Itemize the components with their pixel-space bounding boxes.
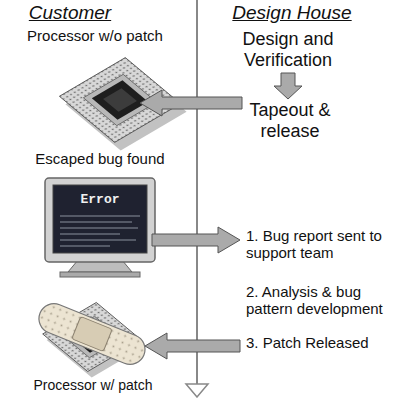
screen-text: Error (53, 193, 147, 208)
step-text: 3. Patch Released (246, 334, 392, 351)
timeline-arrowhead (186, 384, 208, 397)
flow-arrow (140, 90, 242, 116)
step-text: Design and Verification (213, 29, 363, 70)
column-header: Customer (10, 2, 130, 24)
caption-text: Escaped bug found (20, 150, 180, 167)
step-text: Tapeout & release (240, 100, 340, 141)
monitor-illustration (45, 178, 155, 277)
caption-text: Processor w/o patch (10, 27, 180, 44)
flow-arrow (274, 73, 302, 99)
timeline-line (196, 0, 198, 385)
step-text: 2. Analysis & bug pattern development (246, 283, 392, 318)
patched-processor-chip (34, 299, 149, 377)
caption-text: Processor w/ patch (8, 377, 178, 393)
flow-arrow (152, 227, 240, 253)
column-header: Design House (212, 2, 372, 24)
flow-arrow (145, 333, 240, 359)
step-text: 1. Bug report sent to support team (246, 227, 392, 262)
